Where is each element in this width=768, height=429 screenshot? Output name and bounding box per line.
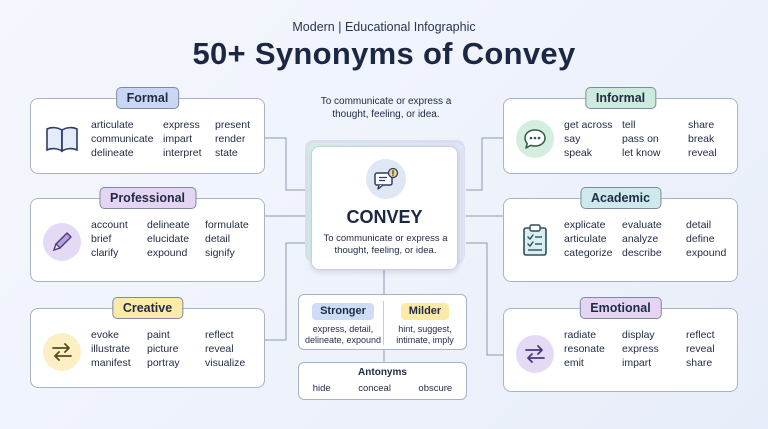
category-card-professional: Professional account delineate formulate…	[30, 187, 265, 282]
word: brief	[91, 233, 112, 245]
stronger-pill: Stronger	[312, 303, 374, 320]
word: reflect	[686, 329, 715, 341]
category-words-academic: explicate evaluate detail articulate ana…	[564, 218, 730, 260]
message-alert-icon	[366, 159, 406, 199]
word: explicate	[564, 219, 606, 231]
category-words-formal: articulate express present communicate i…	[91, 118, 259, 160]
word: delineate	[147, 219, 190, 231]
word: pass on	[622, 133, 659, 145]
word: visualize	[205, 357, 246, 369]
antonym: hide	[312, 383, 331, 394]
word: share	[688, 119, 715, 131]
word: express	[622, 343, 659, 355]
word: communicate	[91, 133, 154, 145]
book-icon	[43, 120, 81, 158]
antonym: conceal	[358, 383, 391, 394]
milder-column: Milder hint, suggest, intimate, imply	[385, 301, 465, 346]
category-words-emotional: radiate display reflect resonate express…	[564, 328, 730, 370]
category-pill-creative: Creative	[111, 297, 184, 319]
word: paint	[147, 329, 170, 341]
word: articulate	[564, 233, 607, 245]
center-definition: To communicate or express a thought, fee…	[323, 233, 448, 256]
word: display	[622, 329, 655, 341]
word: picture	[147, 343, 179, 355]
word: define	[686, 233, 715, 245]
word: get across	[564, 119, 613, 131]
word: expound	[147, 247, 188, 259]
word: state	[215, 147, 238, 159]
center-word-card: CONVEY To communicate or express a thoug…	[311, 146, 458, 270]
category-card-informal: Informal get across tell share say pass …	[503, 87, 738, 174]
word: present	[215, 119, 251, 131]
antonyms-card: Antonyms hide conceal obscure	[298, 362, 467, 400]
word: reflect	[205, 329, 234, 341]
word: speak	[564, 147, 593, 159]
word: categorize	[564, 247, 613, 259]
swap-arrows-icon	[43, 333, 81, 371]
category-card-creative: Creative evoke paint reflect illustrate …	[30, 297, 265, 388]
word: reveal	[205, 343, 234, 355]
infographic-title: 50+ Synonyms of Convey	[192, 36, 576, 71]
category-card-academic: Academic explicate evaluate detail artic…	[503, 187, 738, 282]
category-pill-informal: Informal	[584, 87, 657, 109]
category-pill-emotional: Emotional	[579, 297, 662, 319]
word: evaluate	[622, 219, 662, 231]
word: express	[163, 119, 200, 131]
word: reveal	[688, 147, 717, 159]
antonym: obscure	[418, 383, 453, 394]
category-words-creative: evoke paint reflect illustrate picture r…	[91, 328, 255, 370]
word: resonate	[564, 343, 605, 355]
word: break	[688, 133, 715, 145]
category-pill-professional: Professional	[98, 187, 197, 209]
word: signify	[205, 247, 235, 259]
stronger-words: express, detail, delineate, expound	[304, 324, 382, 345]
center-word: CONVEY	[346, 207, 423, 227]
category-words-professional: account delineate formulate brief elucid…	[91, 218, 255, 260]
category-card-formal: Formal articulate express present commun…	[30, 87, 265, 174]
word: render	[215, 133, 246, 145]
word: evoke	[91, 329, 120, 341]
word: account	[91, 219, 128, 231]
word: share	[686, 357, 713, 369]
word: formulate	[205, 219, 249, 231]
category-card-emotional: Emotional radiate display reflect resona…	[503, 297, 738, 392]
word: say	[564, 133, 581, 145]
antonyms-title: Antonyms	[358, 367, 407, 378]
word: describe	[622, 247, 662, 259]
word: interpret	[163, 147, 202, 159]
word: articulate	[91, 119, 134, 131]
stronger-column: Stronger express, detail, delineate, exp…	[303, 301, 383, 346]
pen-icon	[43, 223, 81, 261]
word: portray	[147, 357, 180, 369]
chat-bubble-icon	[516, 120, 554, 158]
word: let know	[622, 147, 661, 159]
word: manifest	[91, 357, 131, 369]
category-words-informal: get across tell share say pass on break …	[564, 118, 728, 160]
word: expound	[686, 247, 727, 259]
word: elucidate	[147, 233, 190, 245]
word: analyze	[622, 233, 659, 245]
word: clarify	[91, 247, 119, 259]
word: reveal	[686, 343, 715, 355]
stronger-milder-card: Stronger express, detail, delineate, exp…	[298, 294, 467, 350]
milder-words: hint, suggest, intimate, imply	[396, 324, 454, 345]
milder-pill: Milder	[400, 303, 450, 320]
word: tell	[622, 119, 636, 131]
word: impart	[622, 357, 652, 369]
word: delineate	[91, 147, 134, 159]
category-pill-academic: Academic	[579, 187, 662, 209]
swap-arrows-icon	[516, 335, 554, 373]
word: detail	[205, 233, 231, 245]
word: illustrate	[91, 343, 131, 355]
clipboard-icon	[516, 221, 554, 259]
divider	[383, 301, 384, 345]
infographic-subtitle: Modern | Educational Infographic	[292, 20, 476, 34]
category-pill-formal: Formal	[115, 87, 180, 109]
word: impart	[163, 133, 193, 145]
top-definition: To communicate or express a thought, fee…	[320, 96, 452, 120]
word: radiate	[564, 329, 597, 341]
antonyms-words: hide conceal obscure	[299, 383, 466, 394]
word: detail	[686, 219, 712, 231]
word: emit	[564, 357, 584, 369]
